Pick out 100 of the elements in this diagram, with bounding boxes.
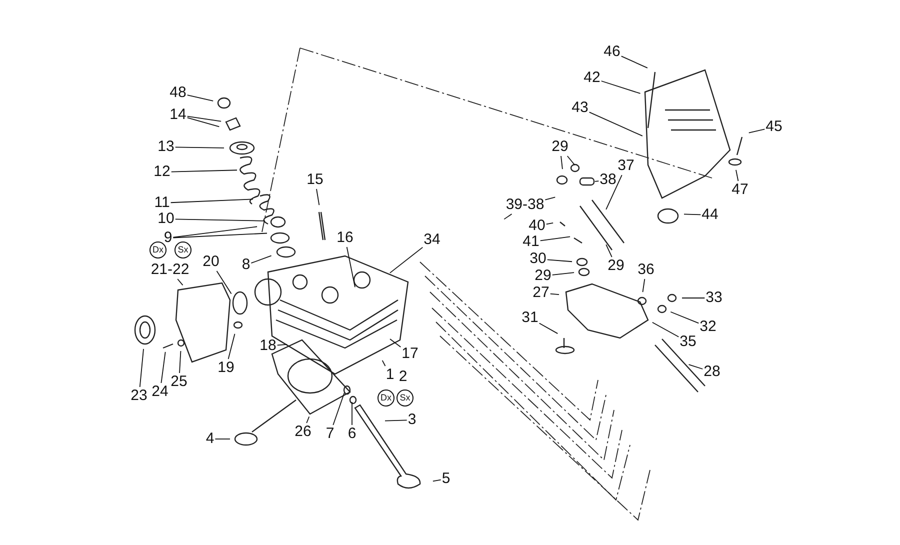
leader-line [670,311,700,324]
leader-line [172,226,258,238]
callout-number: 47 [732,182,748,198]
leader-line [504,214,512,220]
callout-number: 25 [170,374,188,390]
leader-line [179,350,182,374]
leader-line [250,255,272,264]
leader-line [384,420,408,422]
callout-number: 29 [552,139,568,155]
callout-number: 42 [584,70,600,86]
callout-number: 4 [206,431,214,447]
leader-line [306,416,310,424]
callout-number: 37 [618,158,634,174]
side-marker: Dx [150,242,166,258]
callout-number: 31 [522,310,538,326]
leader-line [170,170,238,172]
leader-line [540,236,570,242]
leader-line [174,218,266,222]
leader-line [550,293,560,296]
callout-number: 1 [386,367,394,383]
leader-line [588,112,643,136]
leader-line [560,156,563,170]
leader-line [390,246,424,274]
leader-line [432,479,442,482]
leader-line [346,246,356,288]
leader-line [606,244,612,258]
leader-line [216,270,232,294]
callout-number: 15 [306,172,324,188]
callout-number: 45 [766,119,782,135]
leader-line [594,180,600,182]
leader-line [316,188,320,206]
callout-number: 17 [402,346,418,362]
leader-line [177,278,184,286]
callout-number: 23 [130,388,148,404]
callout-number: 18 [260,338,276,354]
side-marker: Sx [396,390,414,406]
callout-number: 7 [326,426,334,442]
leader-line [390,338,402,348]
leader-line [276,344,288,346]
callout-number: 6 [348,426,356,442]
leader-line [186,117,220,128]
leader-line [160,352,166,384]
leader-line [642,278,646,292]
callout-number: 2 [398,369,408,385]
leader-line [566,156,576,166]
leader-line [139,348,144,388]
callout-number: 29 [534,268,552,284]
callout-number: 48 [170,85,186,101]
callout-number: 33 [706,290,722,306]
leader-line [186,94,214,102]
leader-line [620,56,648,68]
callout-number: 46 [604,44,620,60]
callout-number: 14 [170,107,186,123]
callout-number: 19 [218,360,234,376]
callout-number: 28 [704,364,720,380]
callout-number: 8 [242,257,250,273]
callout-number: 35 [680,334,696,350]
leader-line [544,196,556,200]
leader-line [684,214,702,216]
callout-number: 3 [408,412,416,428]
leader-line [652,322,680,338]
callout-number: 32 [700,319,716,335]
callout-number: 11 [154,195,170,211]
callout-number: 13 [158,139,174,155]
callout-number: 29 [608,258,624,274]
callout-number: 43 [572,100,588,116]
callout-number: 16 [336,230,354,246]
leader-line [736,169,739,182]
callout-number: 30 [530,251,546,267]
leader-line [214,438,230,440]
callout-number: 40 [528,218,546,234]
callout-number: 10 [158,211,174,227]
leader-line [332,392,345,426]
leader-line [546,222,554,225]
callout-number: 9 [164,230,172,246]
callout-number: 5 [442,471,450,487]
leader-line [606,174,622,210]
leader-line [174,146,224,148]
callout-number: 36 [638,262,654,278]
callout-number: 39-38 [506,197,544,213]
leader-line [170,198,254,204]
leader-line [228,333,236,360]
callout-number: 27 [532,285,550,301]
side-marker: Dx [378,390,394,406]
leader-line [382,360,386,366]
leader-line [546,259,572,262]
callout-number: 26 [294,424,312,440]
callout-number: 44 [702,207,718,223]
leader-line [538,322,558,334]
callout-number: 34 [424,232,440,248]
leader-line [172,232,268,238]
callout-number: 41 [522,234,540,250]
leader-line [748,128,766,134]
leader-line [186,116,222,122]
callout-number: 12 [154,164,170,180]
side-marker: Sx [174,242,192,258]
leader-line [600,80,641,94]
callout-number: 21-22 [150,262,190,278]
leader-line [688,364,704,370]
callout-number: 20 [202,254,220,270]
